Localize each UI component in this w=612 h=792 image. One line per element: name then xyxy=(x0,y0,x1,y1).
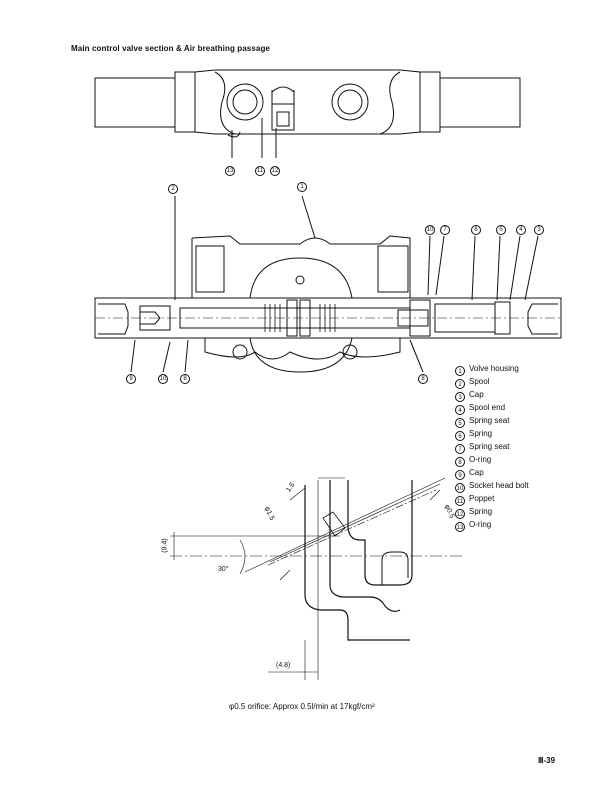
callout-6: 6 xyxy=(471,225,481,235)
callout-12: 12 xyxy=(270,166,280,176)
callout-13: 13 xyxy=(225,166,235,176)
callout-4: 4 xyxy=(516,225,526,235)
callout-7: 7 xyxy=(440,225,450,235)
main-valve-section xyxy=(94,195,562,373)
dimension-30-degrees: 30° xyxy=(218,566,229,573)
page-title: Main control valve section & Air breathi… xyxy=(71,44,270,53)
orifice-detail xyxy=(170,477,465,680)
callout-3: 3 xyxy=(534,225,544,235)
callout-8-right: 8 xyxy=(418,374,428,384)
dimension-4-8: (4.8) xyxy=(276,662,291,669)
callout-10-top: 10 xyxy=(425,225,435,235)
dimension-9-4: (9.4) xyxy=(161,538,169,553)
callout-5: 5 xyxy=(496,225,506,235)
orifice-caption: φ0.5 orifice: Approx 0.5l/min at 17kgf/c… xyxy=(229,702,375,711)
top-valve-view xyxy=(94,69,521,158)
page-number: Ⅲ-39 xyxy=(538,756,556,765)
callout-8-left: 8 xyxy=(180,374,190,384)
callout-1: 1 xyxy=(297,182,307,192)
callout-2: 2 xyxy=(168,184,178,194)
callout-9: 9 xyxy=(126,374,136,384)
callout-10-bottom: 10 xyxy=(158,374,168,384)
callout-11: 11 xyxy=(255,166,265,176)
